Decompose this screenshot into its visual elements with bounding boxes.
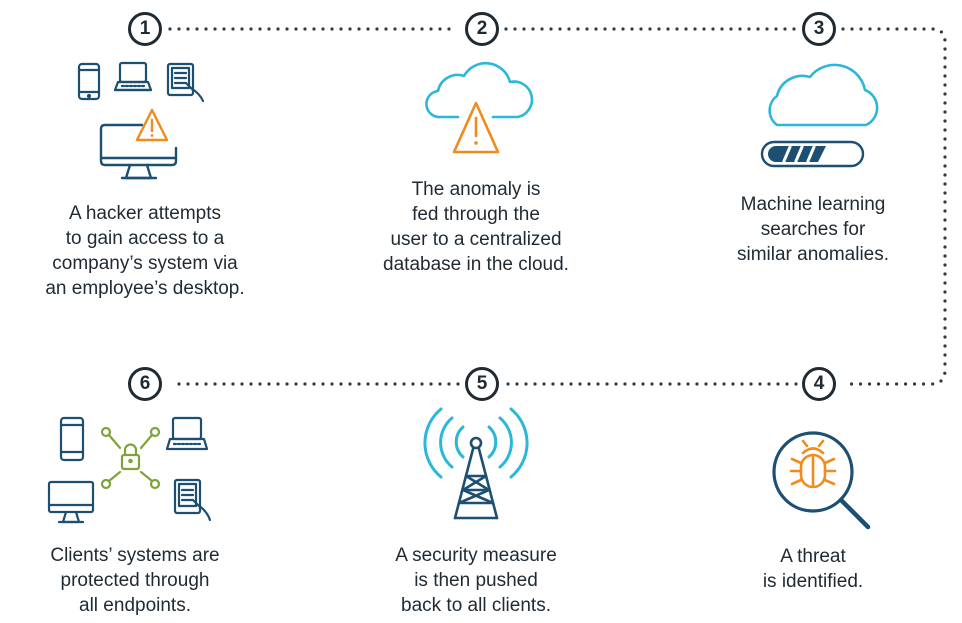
antenna-broadcast-icon	[423, 407, 529, 520]
caption-line: similar anomalies.	[736, 244, 890, 265]
step-1-caption: A hacker attempts to gain access to a co…	[20, 201, 270, 301]
caption-line: database in the cloud.	[383, 254, 569, 275]
caption-line: to gain access to a	[65, 228, 225, 249]
caption-line: searches for	[760, 219, 866, 240]
step-4-caption: A threat is identified.	[688, 544, 938, 594]
caption-line: user to a centralized	[390, 229, 562, 250]
step-5-number: 5	[465, 367, 499, 401]
caption-line: back to all clients.	[401, 595, 551, 616]
caption-line: fed through the	[412, 204, 540, 225]
desktop-warning-icon	[99, 108, 178, 180]
devices-icon	[77, 61, 205, 103]
step-2-number: 2	[465, 12, 499, 46]
bug-magnify-icon	[772, 431, 871, 530]
caption-line: is identified.	[762, 571, 864, 592]
step-3-number: 3	[802, 12, 836, 46]
caption-line: The anomaly is	[411, 179, 541, 200]
cloud-warning-icon	[425, 61, 534, 154]
step-5-caption: A security measure is then pushed back t…	[351, 543, 601, 618]
step-3-caption: Machine learning searches for similar an…	[688, 192, 938, 267]
caption-line: Machine learning	[740, 194, 886, 215]
connector-lines	[168, 27, 947, 386]
caption-line: protected through	[60, 570, 210, 591]
connected-devices-lock-icon	[47, 416, 212, 524]
caption-line: an employee’s desktop.	[45, 278, 245, 299]
step-4-number: 4	[802, 367, 836, 401]
cloud-progress-icon	[760, 63, 879, 168]
caption-line: A hacker attempts	[68, 203, 222, 224]
caption-line: A threat	[780, 546, 846, 567]
caption-line: A security measure	[395, 545, 557, 566]
caption-line: company’s system via	[52, 253, 238, 274]
step-6-caption: Clients’ systems are protected through a…	[5, 543, 265, 618]
caption-line: Clients’ systems are	[50, 545, 220, 566]
step-1-number: 1	[128, 12, 162, 46]
caption-line: all endpoints.	[79, 595, 191, 616]
step-2-caption: The anomaly is fed through the user to a…	[351, 177, 601, 277]
caption-line: is then pushed	[414, 570, 538, 591]
step-6-number: 6	[128, 367, 162, 401]
